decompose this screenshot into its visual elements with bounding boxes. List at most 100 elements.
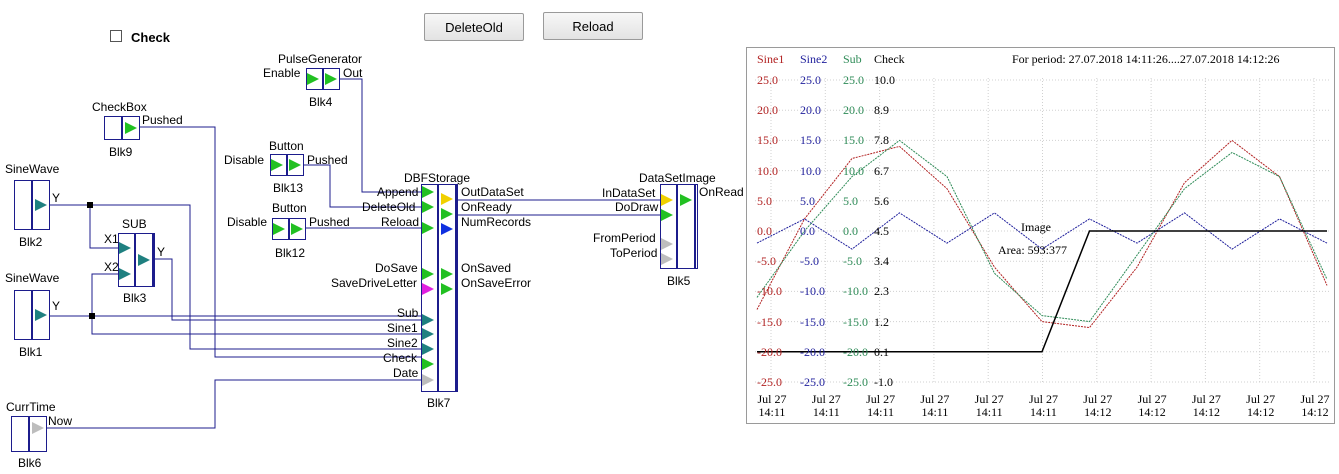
dbf-date-port[interactable] [422,374,434,386]
chart-canvas [755,78,1329,383]
scale-label: 5.0 [800,193,815,208]
scale-label: -5.0 [757,254,776,269]
sub-y-port[interactable] [138,254,150,266]
button12-title: Button [272,201,307,215]
dbf-onsaved-port[interactable] [441,268,453,280]
checkbox-output-port[interactable] [125,122,137,134]
sub-x2-port[interactable] [119,268,131,280]
scale-label: -1.0 [874,375,893,389]
scale-label: 4.5 [874,224,889,238]
datasetimage-indataset-port[interactable] [661,194,673,206]
datasetimage-inner-right [694,184,696,269]
sub-x1-port[interactable] [119,242,131,254]
check-checkbox[interactable] [110,30,122,42]
scale-label: -15.0 [800,314,825,329]
dbf-output-numrecords-label: NumRecords [461,215,532,229]
scale-label: 6.7 [874,163,889,178]
button13-pushed-label: Pushed [307,153,348,167]
button12-input-port[interactable] [273,223,285,235]
dbf-output-onready-label: OnReady [461,200,512,214]
pulse-generator-input-port[interactable] [307,73,319,85]
legend-check: Check [874,52,905,66]
dbf-numrecords-port[interactable] [441,223,453,235]
pulse-generator-name: Blk4 [309,95,333,109]
check-label: Check [131,30,171,45]
pulse-generator-title: PulseGenerator [278,52,363,66]
scale-label: 15.0 [757,133,778,148]
dbf-sub-port[interactable] [422,314,434,326]
dbf-onready-port[interactable] [441,208,453,220]
currtime-now-label: Now [48,414,73,428]
datasetimage-onread-port[interactable] [680,194,692,206]
scale-label: -25.0 [800,375,825,389]
dbf-dosave-port[interactable] [422,268,434,280]
datasetimage-fromperiod-port[interactable] [661,238,673,250]
scale-label: -15.0 [757,314,782,329]
button12-disable-label: Disable [227,215,268,229]
legend-sine2: Sine2 [800,52,828,66]
dbf-sine1-port[interactable] [422,328,434,340]
button12-output-port[interactable] [291,223,303,235]
dbf-input-sine2-label: Sine2 [387,336,418,350]
datasetimage-input-toperiod-label: ToPeriod [610,246,658,260]
dbf-input-sine1-label: Sine1 [387,321,418,335]
scale-label: -10.0 [800,284,825,299]
scale-label: 20.0 [757,103,778,118]
dbf-onsaveerror-port[interactable] [441,283,453,295]
scale-label: 10.0 [874,73,895,87]
scale-label: -20.0 [800,344,825,359]
reload-button[interactable]: Reload [543,12,643,40]
sub-x1-label: X1 [104,232,119,246]
scale-label: 25.0 [843,73,864,87]
dbf-reload-port[interactable] [422,222,434,234]
datasetimage-dodraw-port[interactable] [661,209,673,221]
sub-y-label: Y [157,245,166,259]
scale-label: 20.0 [800,103,821,118]
currtime-output-port[interactable] [32,422,44,434]
dbf-outdataset-port[interactable] [441,193,453,205]
dbf-deleteold-port[interactable] [422,201,434,213]
sub-title: SUB [122,217,147,231]
chart-panel: Sine1 Sine2 Sub Check For period: 27.07.… [746,47,1335,424]
dbf-input-check-label: Check [383,351,418,365]
scale-label: -20.0 [757,344,782,359]
datasetimage-title: DataSetImage [639,171,716,185]
sinewave1-out-label: Y [52,299,61,313]
checkbox-out-label: Pushed [142,113,183,127]
scale-label: -15.0 [843,314,868,329]
dbfstorage-inner-left [437,184,439,392]
scale-label: 0.0 [800,224,815,238]
sinewave2-output-port[interactable] [35,199,47,211]
dbf-input-deleteold-label: DeleteOld [362,200,416,214]
sinewave1-output-port[interactable] [35,309,47,321]
button13-input-port[interactable] [271,159,283,171]
scale-label: 15.0 [800,133,821,148]
button12-inner [288,218,290,240]
button13-inner [286,154,288,176]
dbf-savedriveletter-port[interactable] [422,283,434,295]
scale-label: -5.0 [843,254,862,269]
sub-inner-right [152,233,154,287]
scale-label: -25.0 [843,375,868,389]
dbf-append-port[interactable] [422,186,434,198]
scale-label: 5.0 [843,193,858,208]
sinewave2-inner [31,180,33,230]
scale-label: 3.4 [874,254,889,269]
legend-sub: Sub [843,52,862,66]
dbf-sine2-port[interactable] [422,343,434,355]
scale-label: 10.0 [800,163,821,178]
datasetimage-toperiod-port[interactable] [661,253,673,265]
scale-label: -10.0 [843,284,868,299]
delete-old-button[interactable]: DeleteOld [424,13,524,41]
pulse-generator-output-port[interactable] [325,73,337,85]
dbf-check-port[interactable] [422,358,434,370]
dbfstorage-name: Blk7 [427,396,451,410]
scale-label: 8.9 [874,103,889,118]
wires [46,78,660,429]
button13-output-port[interactable] [289,159,301,171]
